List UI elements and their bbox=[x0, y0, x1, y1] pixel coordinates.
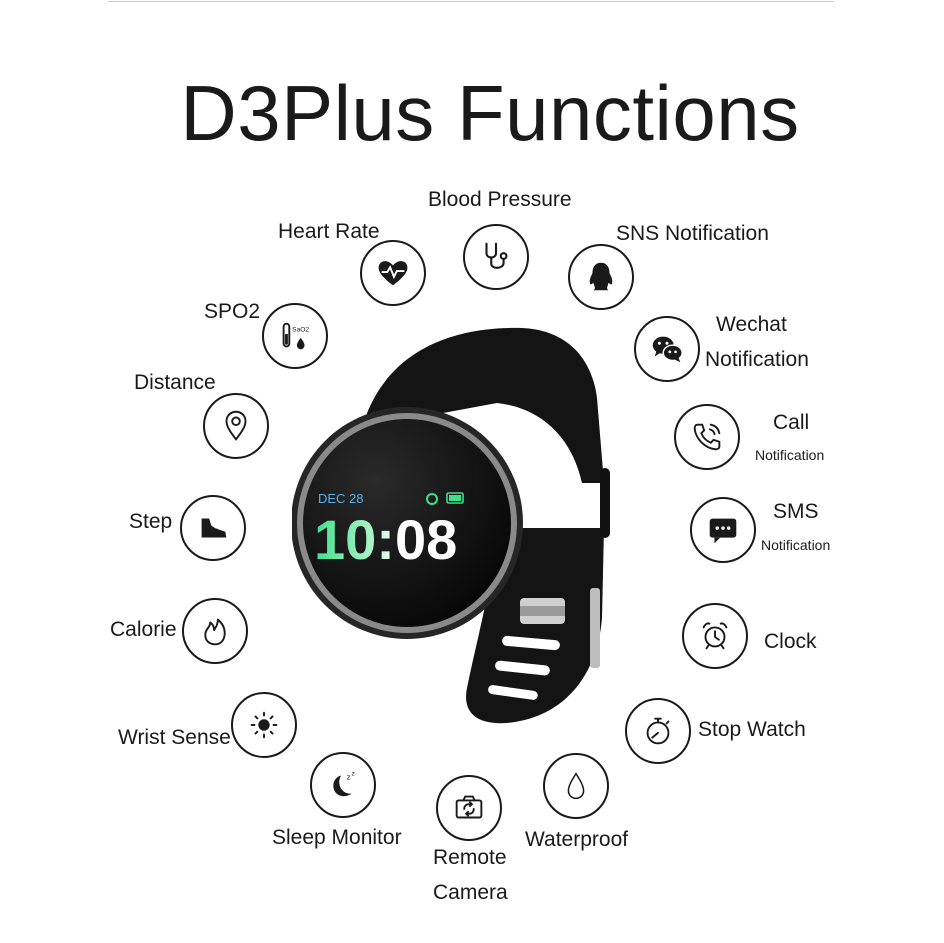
top-divider bbox=[108, 1, 834, 2]
moon-sleep-icon: z z bbox=[310, 752, 376, 818]
svg-text:z: z bbox=[352, 771, 355, 778]
label-stop-watch: Stop Watch bbox=[698, 718, 806, 741]
label-sns-notification: SNS Notification bbox=[616, 222, 769, 245]
heart-rate-icon bbox=[360, 240, 426, 306]
label-remote: Remote bbox=[433, 846, 507, 869]
alarm-clock-icon bbox=[682, 603, 748, 669]
spo2-icon-text: SaO2 bbox=[292, 326, 309, 333]
flame-icon bbox=[182, 598, 248, 664]
watch-date: DEC 28 bbox=[318, 491, 364, 506]
label-wrist-sense: Wrist Sense bbox=[118, 726, 231, 749]
label-sms-notification: Notification bbox=[761, 537, 831, 553]
remote-camera-icon bbox=[436, 775, 502, 841]
label-call-notification: Notification bbox=[755, 447, 825, 463]
label-wechat: Wechat bbox=[716, 313, 787, 336]
label-clock: Clock bbox=[764, 630, 817, 653]
smartwatch-illustration: DEC 28 10:08 bbox=[292, 327, 610, 724]
label-step: Step bbox=[129, 510, 173, 533]
location-pin-icon bbox=[203, 393, 269, 459]
label-distance: Distance bbox=[134, 371, 216, 394]
label-call: Call bbox=[773, 411, 810, 434]
stethoscope-icon bbox=[463, 224, 529, 290]
battery-icon bbox=[446, 492, 464, 504]
watch-time: 10:08 bbox=[314, 508, 457, 571]
label-sms: SMS bbox=[773, 500, 819, 523]
label-heart-rate: Heart Rate bbox=[278, 220, 380, 243]
page-title: D3Plus Functions bbox=[180, 69, 800, 157]
water-drop-icon bbox=[543, 753, 609, 819]
label-spo2: SPO2 bbox=[204, 300, 261, 323]
label-calorie: Calorie bbox=[110, 618, 177, 641]
brightness-icon bbox=[231, 692, 297, 758]
label-wechat-notification: Notification bbox=[705, 348, 809, 371]
label-waterproof: Waterproof bbox=[525, 828, 629, 851]
svg-text:z: z bbox=[347, 772, 351, 781]
sms-message-icon bbox=[690, 497, 756, 563]
label-blood-pressure: Blood Pressure bbox=[428, 188, 572, 211]
label-sleep-monitor: Sleep Monitor bbox=[272, 826, 402, 849]
blood-oxygen-icon: SaO2 bbox=[262, 303, 328, 369]
wechat-icon bbox=[634, 316, 700, 382]
shoe-icon bbox=[180, 495, 246, 561]
phone-call-icon bbox=[674, 404, 740, 470]
label-camera: Camera bbox=[433, 881, 508, 904]
penguin-icon bbox=[568, 244, 634, 310]
stopwatch-icon bbox=[625, 698, 691, 764]
